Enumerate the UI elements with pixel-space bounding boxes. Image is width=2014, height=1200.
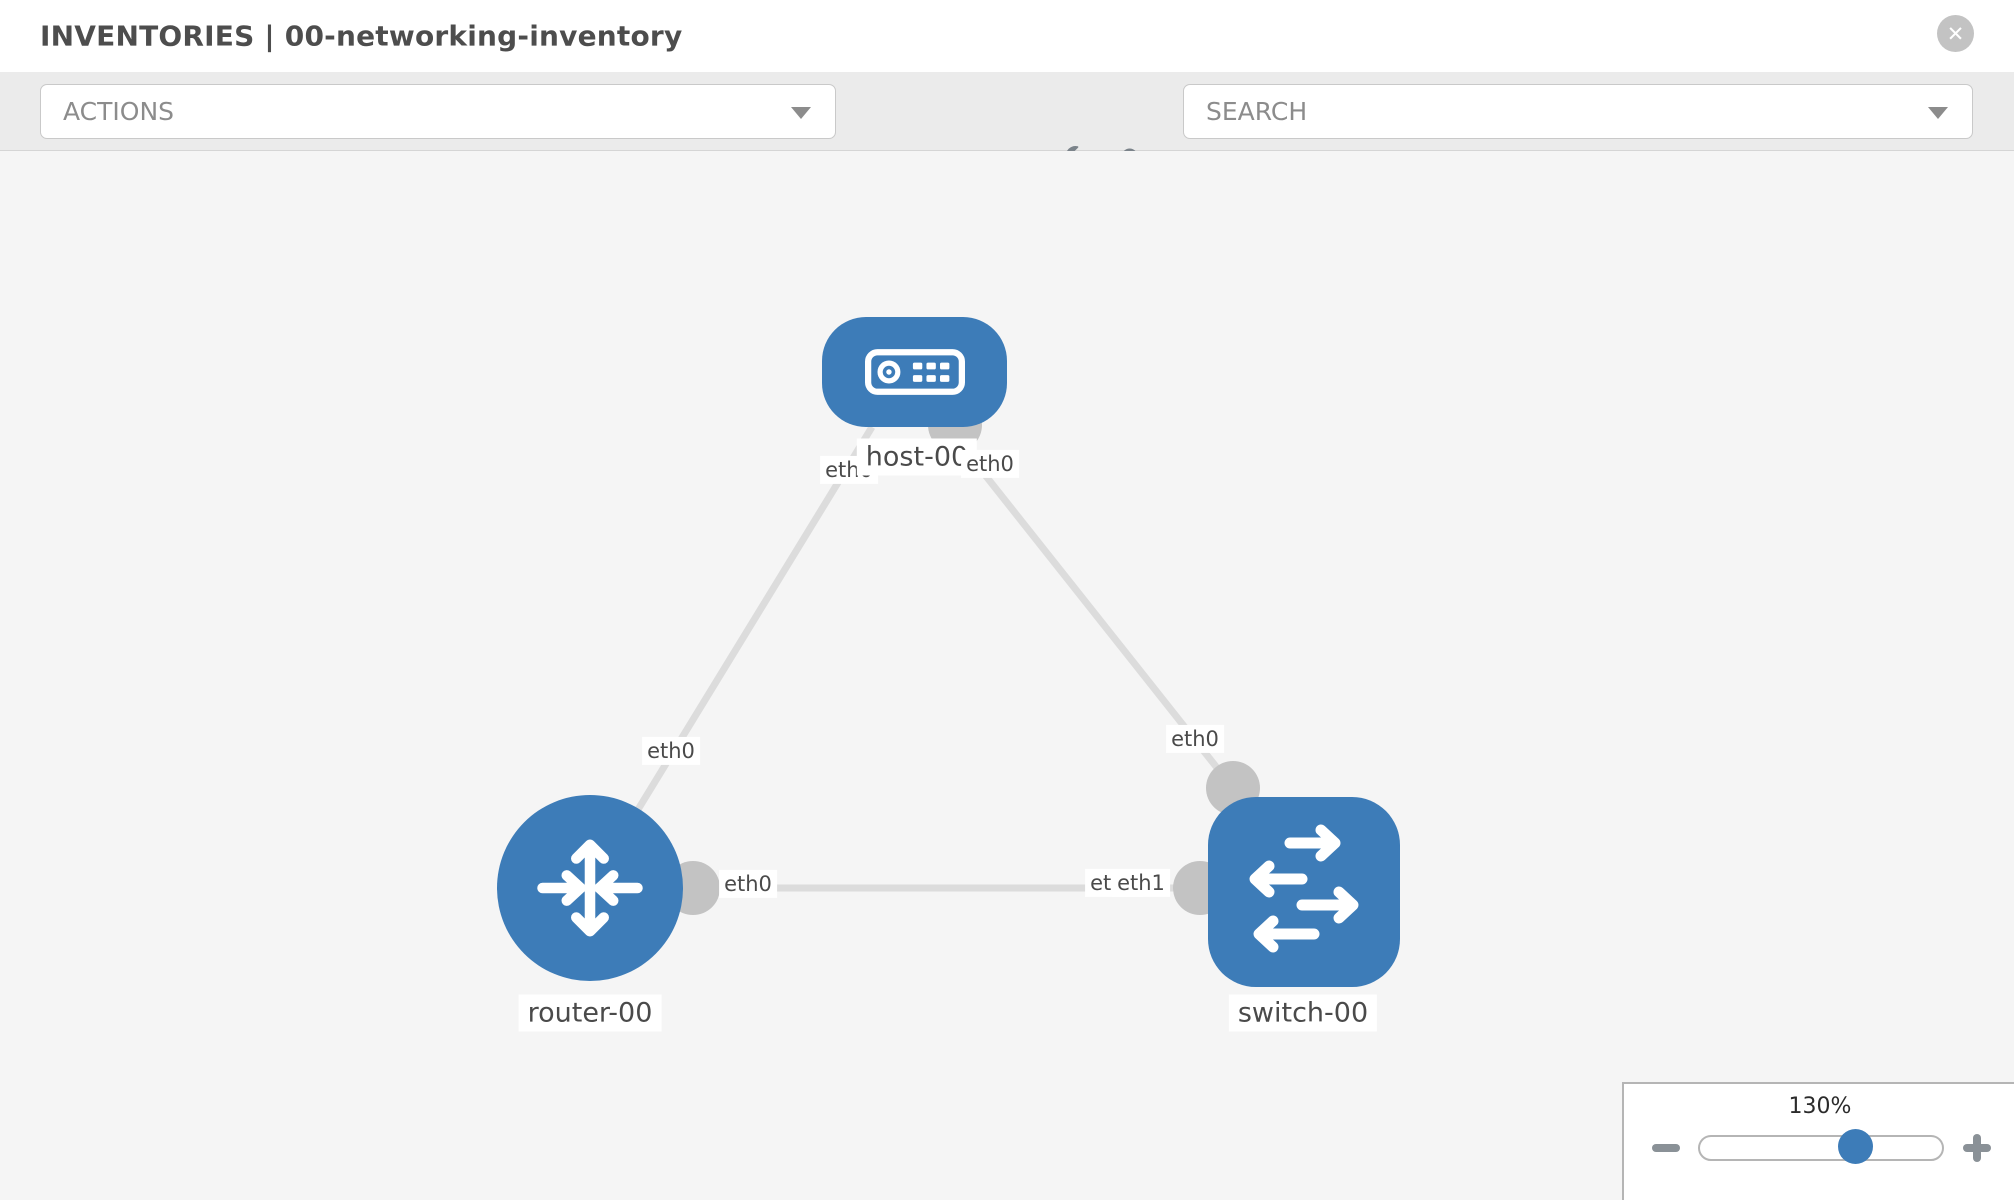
node-switch-00[interactable] <box>1208 797 1400 987</box>
zoom-control-panel: 130% <box>1622 1082 2014 1200</box>
links-layer <box>587 398 1260 915</box>
plus-bar-vertical <box>1973 1134 1981 1162</box>
zoom-slider[interactable] <box>1698 1129 1944 1164</box>
interface-label: eth0 <box>1166 724 1224 754</box>
page-title: INVENTORIES | 00-networking-inventory <box>40 19 683 53</box>
plus-icon[interactable] <box>1962 1133 1992 1163</box>
node-label-host: host-00 <box>856 438 978 476</box>
node-label-router: router-00 <box>518 994 662 1032</box>
interface-label: eth0 <box>642 736 700 766</box>
caret-down-icon <box>1928 106 1948 119</box>
interface-label: eth0 <box>961 449 1019 479</box>
zoom-level-value: 130% <box>1788 1094 1852 1119</box>
node-router-00[interactable] <box>497 795 683 981</box>
search-dropdown[interactable]: SEARCH <box>1183 84 1973 139</box>
node-host-00[interactable] <box>822 317 1007 427</box>
router-arrows-icon <box>537 839 643 937</box>
close-icon[interactable]: ✕ <box>1937 15 1974 52</box>
toolbar: ACTIONS SEARCH <box>0 72 2014 180</box>
interface-label: eth0 <box>719 869 777 899</box>
header-bar: INVENTORIES | 00-networking-inventory ✕ <box>0 0 2014 72</box>
actions-dropdown-label: ACTIONS <box>63 97 175 126</box>
search-dropdown-label: SEARCH <box>1206 97 1308 126</box>
caret-down-icon <box>791 106 811 119</box>
topology-canvas[interactable]: eth0 host-00 eth0 eth0 eth0 eth0 eth0 et… <box>0 151 2014 1200</box>
switch-arrows-icon <box>1249 824 1359 953</box>
close-glyph: ✕ <box>1946 21 1965 46</box>
interface-label: eth1 <box>1112 868 1170 898</box>
server-icon <box>864 349 965 395</box>
zoom-slider-thumb[interactable] <box>1837 1129 1873 1164</box>
actions-dropdown[interactable]: ACTIONS <box>40 84 836 139</box>
node-label-switch: switch-00 <box>1228 994 1378 1032</box>
minus-icon[interactable] <box>1652 1144 1680 1152</box>
